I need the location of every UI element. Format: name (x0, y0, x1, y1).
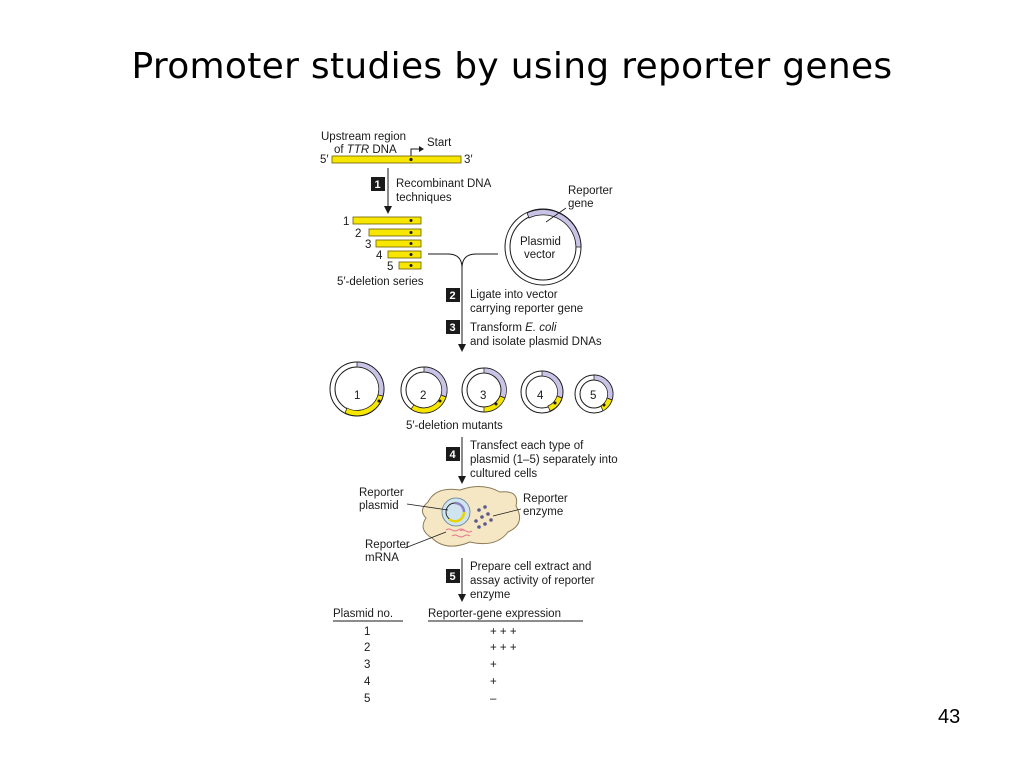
table-row-1-expression: + + + (490, 626, 517, 638)
upstream-label-line1: Upstream region (321, 131, 406, 143)
three-prime-label: 3′ (464, 154, 473, 166)
reporter-gene-label-2: gene (568, 198, 594, 210)
step-3-number: 3 (450, 322, 456, 334)
step-1-line1: Recombinant DNA (396, 178, 492, 190)
step-4-number: 4 (450, 449, 457, 461)
reporter-gene-label-1: Reporter (568, 185, 613, 197)
step-5-line3: enzyme (470, 589, 510, 601)
reporter-enzyme-dots (474, 505, 493, 529)
arrowhead-step1 (384, 206, 392, 214)
reporter-mrna-label-2: mRNA (365, 552, 399, 564)
deletion-number-2: 2 (355, 228, 361, 240)
table-row-5-plasmid: 5 (364, 693, 370, 705)
mutant-number-1: 1 (354, 390, 360, 402)
deletion-bar-3 (375, 239, 422, 248)
deletion-bar-2 (368, 228, 422, 237)
deletion-bar-4 (387, 250, 422, 259)
step-4-line1: Transfect each type of (470, 440, 584, 452)
step-5-box (446, 569, 460, 583)
deletion-dot-5 (409, 264, 413, 267)
table-row-2-plasmid: 2 (364, 642, 370, 654)
reporter-plasmid-promoter (448, 511, 466, 523)
reporter-enzyme-label-1: Reporter (523, 493, 568, 505)
step-3-line2: and isolate plasmid DNAs (470, 336, 602, 348)
table-row-4-expression: + (490, 676, 497, 688)
reporter-mrna-leader (404, 531, 447, 549)
deletion-mutants-label: 5′-deletion mutants (406, 420, 503, 432)
step-4-box (446, 447, 460, 461)
table-header-plasmid: Plasmid no. (333, 608, 393, 620)
mutant-plasmid-2 (400, 366, 448, 414)
step-2-box (446, 288, 460, 302)
step-4-line2: plasmid (1–5) separately into (470, 454, 618, 466)
arrowhead-step3 (458, 344, 466, 352)
reporter-gene-segment (526, 209, 582, 248)
step-2-line2: carrying reporter gene (470, 303, 583, 315)
plasmid-vector-label-2: vector (524, 249, 555, 261)
table-row-5-expression: – (490, 693, 497, 705)
reporter-plasmid-label-1: Reporter (359, 487, 404, 499)
merge-line-right (461, 253, 498, 269)
reporter-mrna-label-1: Reporter (365, 539, 410, 551)
upstream-dna-bar (331, 155, 462, 164)
step-2-line1: Ligate into vector (470, 289, 558, 301)
mutant-number-3: 3 (480, 390, 486, 402)
reporter-plasmid-gene (454, 501, 466, 513)
arrowhead-step4 (458, 476, 466, 484)
mutant-number-5: 5 (590, 390, 596, 402)
step-3-box (446, 320, 460, 334)
mutant-plasmid-3 (461, 367, 507, 413)
step-1-box (371, 177, 385, 191)
upstream-label-line2: of TTR DNA (334, 144, 397, 156)
reporter-enzyme-leader (492, 508, 522, 517)
deletion-number-1: 1 (343, 216, 349, 228)
mutant-plasmid-4 (520, 370, 564, 414)
step-3-line1: Transform E. coli (470, 322, 557, 334)
deletion-number-5: 5 (387, 261, 393, 273)
reporter-enzyme-label-2: enzyme (523, 506, 563, 518)
mutant-plasmid-1 (329, 361, 385, 417)
step-1-number: 1 (375, 179, 381, 191)
table-row-4-plasmid: 4 (364, 676, 371, 688)
cultured-cell (422, 486, 521, 547)
start-site-dot (409, 157, 413, 162)
mutant-number-4: 4 (537, 390, 544, 402)
step-5-line1: Prepare cell extract and (470, 561, 591, 573)
deletion-dot-3 (409, 242, 413, 245)
page-number: 43 (938, 706, 961, 728)
step-5-line2: assay activity of reporter (470, 575, 595, 587)
reporter-plasmid-label-2: plasmid (359, 500, 399, 512)
five-prime-label: 5′ (320, 154, 329, 166)
deletion-dot-2 (409, 231, 413, 234)
start-label: Start (427, 137, 452, 149)
table-row-3-expression: + (490, 659, 497, 671)
step-2-number: 2 (450, 290, 456, 302)
reporter-mrna-squiggles (445, 528, 473, 538)
table-row-2-expression: + + + (490, 642, 517, 654)
deletion-number-4: 4 (376, 250, 383, 262)
step-4-line3: cultured cells (470, 468, 537, 480)
mutant-number-2: 2 (420, 390, 426, 402)
table-header-expression: Reporter-gene expression (428, 608, 561, 620)
reporter-plasmid-leader (406, 503, 449, 511)
step-5-number: 5 (450, 571, 456, 583)
start-arrow (410, 148, 421, 157)
start-arrowhead (419, 146, 424, 152)
deletion-dot-1 (409, 219, 413, 222)
mutant-plasmid-5 (574, 374, 614, 414)
deletion-series-label: 5′-deletion series (337, 276, 424, 288)
step-1-line2: techniques (396, 192, 452, 204)
deletion-number-3: 3 (365, 239, 371, 251)
deletion-dot-4 (409, 253, 413, 256)
plasmid-vector-label-1: Plasmid (520, 236, 561, 248)
table-row-1-plasmid: 1 (364, 626, 370, 638)
arrowhead-step5 (458, 594, 466, 602)
slide-title: Promoter studies by using reporter genes (131, 46, 893, 87)
reporter-gene-leader (545, 207, 567, 223)
table-row-3-plasmid: 3 (364, 659, 370, 671)
deletion-bar-1 (352, 216, 422, 225)
